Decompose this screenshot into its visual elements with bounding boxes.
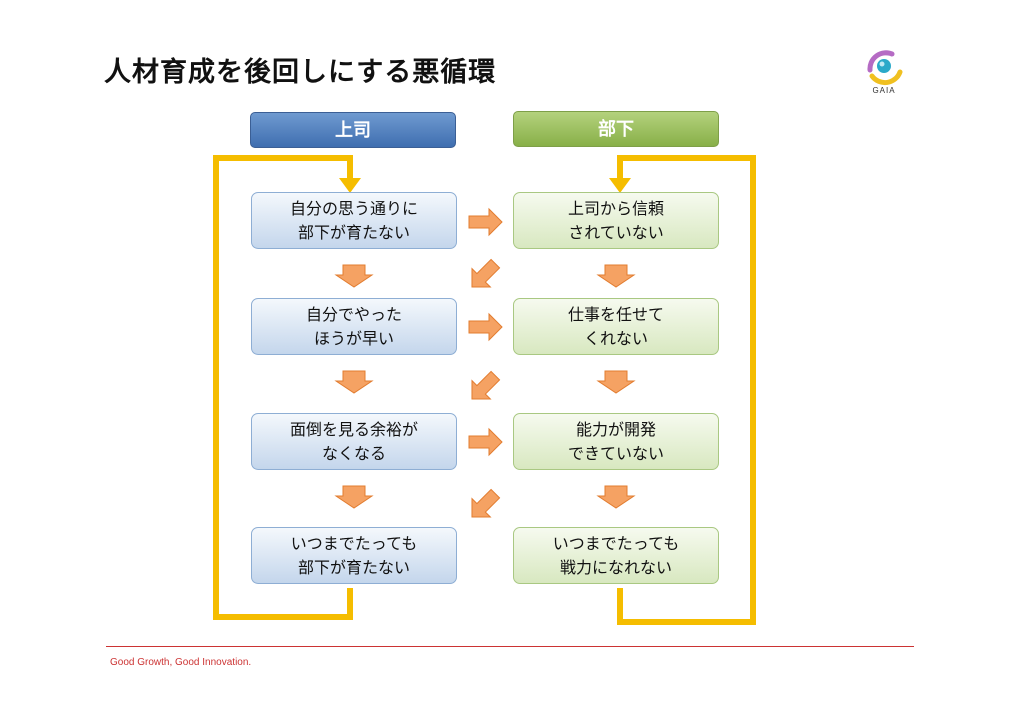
boss-header: 上司 (250, 112, 456, 148)
boss-step-1: 自分の思う通りに 部下が育たない (251, 192, 457, 249)
gaia-logo-icon (867, 50, 903, 86)
right-arrow-1 (468, 208, 503, 236)
down-arrow-left-3 (335, 485, 373, 509)
subordinate-step-1: 上司から信頼 されていない (513, 192, 719, 249)
footer-tagline: Good Growth, Good Innovation. (110, 657, 252, 668)
subordinate-step-4: いつまでたっても 戦力になれない (513, 527, 719, 584)
left-loop-arrowhead (339, 178, 361, 193)
down-arrow-right-1 (597, 264, 635, 288)
logo-text: GAIA (872, 86, 896, 95)
boss-step-4: いつまでたっても 部下が育たない (251, 527, 457, 584)
right-loop-arrowhead (609, 178, 631, 193)
down-arrow-right-3 (597, 485, 635, 509)
down-arrow-left-2 (335, 370, 373, 394)
right-arrow-2 (468, 313, 503, 341)
left-loop-line (213, 155, 353, 620)
footer-divider (106, 646, 914, 647)
diag-arrow-3 (462, 483, 506, 527)
page-title: 人材育成を後回しにする悪循環 (104, 57, 497, 88)
diag-arrow-1 (462, 253, 506, 297)
down-arrow-right-2 (597, 370, 635, 394)
boss-step-3: 面倒を見る余裕が なくなる (251, 413, 457, 470)
diag-arrow-2 (462, 365, 506, 409)
subordinate-step-3: 能力が開発 できていない (513, 413, 719, 470)
down-arrow-left-1 (335, 264, 373, 288)
right-loop-line (617, 155, 756, 625)
subordinate-step-2: 仕事を任せて くれない (513, 298, 719, 355)
boss-step-2: 自分でやった ほうが早い (251, 298, 457, 355)
subordinate-header: 部下 (513, 111, 719, 147)
right-arrow-3 (468, 428, 503, 456)
